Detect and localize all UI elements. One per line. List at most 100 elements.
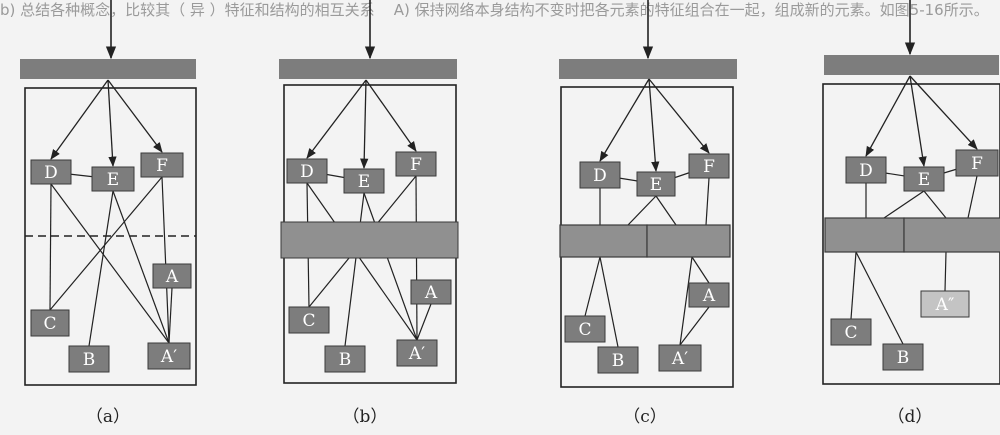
node-box xyxy=(830,318,872,346)
node-label: C xyxy=(302,311,315,331)
below-link-A2-2 xyxy=(944,251,947,292)
bar-link-E-1 xyxy=(883,190,925,219)
node-B: B xyxy=(68,345,110,373)
node-C: C xyxy=(30,309,70,337)
node-box xyxy=(147,342,191,370)
node-box xyxy=(688,282,730,308)
merged-bar xyxy=(280,221,459,259)
arrow-to-D xyxy=(306,79,367,159)
panel-d: D E F A″ C B xyxy=(822,0,1000,385)
node-C: C xyxy=(830,318,872,346)
node-label: A xyxy=(424,283,438,303)
node-A2: A″ xyxy=(920,290,970,318)
node-box xyxy=(579,161,621,189)
node-box xyxy=(658,344,702,372)
node-F: F xyxy=(395,151,437,177)
node-D: D xyxy=(286,158,328,184)
caption-a: （a） xyxy=(85,407,131,427)
node-label: A xyxy=(165,267,179,287)
top-bar xyxy=(279,59,457,79)
node-label: A′ xyxy=(160,347,177,367)
node-box xyxy=(324,345,366,373)
node-box xyxy=(564,315,606,343)
node-label: B xyxy=(83,350,96,370)
edge-F-C xyxy=(49,176,163,311)
node-box xyxy=(903,166,945,192)
node-E: E xyxy=(903,166,945,192)
node-B: B xyxy=(597,346,639,374)
edge-E-B xyxy=(88,190,114,347)
node-label: D xyxy=(300,162,314,182)
node-box xyxy=(882,343,924,371)
node-label: D xyxy=(859,161,873,181)
node-label: C xyxy=(43,314,56,334)
node-box xyxy=(30,159,72,185)
arrow-to-F xyxy=(365,79,417,152)
bar-link-E-1 xyxy=(627,195,657,226)
bar-link-E-2 xyxy=(655,195,677,226)
caption-c: （c） xyxy=(623,407,667,427)
node-box xyxy=(91,166,135,192)
node-box xyxy=(395,151,437,177)
node-label: D xyxy=(593,166,607,186)
arrow-to-F xyxy=(648,78,710,154)
node-D: D xyxy=(30,159,72,185)
edge-A-A1 xyxy=(168,287,173,344)
node-label: E xyxy=(918,170,930,190)
node-box xyxy=(636,171,676,197)
arrow-to-D xyxy=(599,78,650,162)
node-label: F xyxy=(971,154,983,174)
edge-D-A1 xyxy=(50,183,170,344)
top-bar xyxy=(20,59,196,79)
node-label: B xyxy=(339,350,352,370)
below-link-A1-2 xyxy=(679,256,693,346)
arrow-to-D xyxy=(865,75,911,157)
node-box xyxy=(845,156,887,184)
node-label: E xyxy=(107,170,119,190)
node-F: F xyxy=(688,153,730,179)
caption-b: （b） xyxy=(342,407,388,427)
background-text-line-1: b) 总结各种概念，比较其（ 异 ）特征和结构的相互关系 xyxy=(0,1,375,19)
node-label: F xyxy=(410,155,422,175)
top-bar xyxy=(824,55,999,75)
node-A1: A′ xyxy=(147,342,191,370)
node-A1: A′ xyxy=(396,339,438,367)
edge-D-C xyxy=(49,183,52,311)
below-link-B-1 xyxy=(855,251,904,345)
bar-link-F-3 xyxy=(967,175,978,219)
node-F: F xyxy=(955,149,999,177)
edge-E-A1 xyxy=(112,190,170,344)
split-bar-left xyxy=(824,217,905,253)
node-E: E xyxy=(91,166,135,192)
below-link-C-0 xyxy=(584,256,601,317)
node-C: C xyxy=(564,315,606,343)
edge-E-B xyxy=(344,192,365,347)
node-A: A xyxy=(688,282,730,308)
node-box xyxy=(68,345,110,373)
node-D: D xyxy=(579,161,621,189)
split-bar-right xyxy=(646,224,731,258)
below-link-A-3 xyxy=(691,256,710,284)
node-A: A xyxy=(152,263,192,289)
node-label: B xyxy=(612,351,625,371)
arrow-to-E xyxy=(107,79,117,168)
node-box xyxy=(288,306,330,334)
edge-A-A1 xyxy=(679,306,710,346)
node-label: D xyxy=(44,163,58,183)
arrow-to-F xyxy=(909,75,978,150)
node-box xyxy=(396,339,438,367)
arrow-to-E xyxy=(360,79,369,170)
split-bar-left xyxy=(559,224,648,258)
node-label: A′ xyxy=(671,349,688,369)
node-label: A xyxy=(702,286,716,306)
node-label: B xyxy=(897,348,910,368)
split-bar-right xyxy=(903,217,1000,253)
node-B: B xyxy=(324,345,366,373)
caption-d: （d） xyxy=(887,407,933,427)
background-text-line-2: A) 保持网络本身结构不变时把各元素的特征组合在一起，组成新的元素。如图5-16… xyxy=(393,1,989,19)
below-link-C-0 xyxy=(850,251,857,320)
